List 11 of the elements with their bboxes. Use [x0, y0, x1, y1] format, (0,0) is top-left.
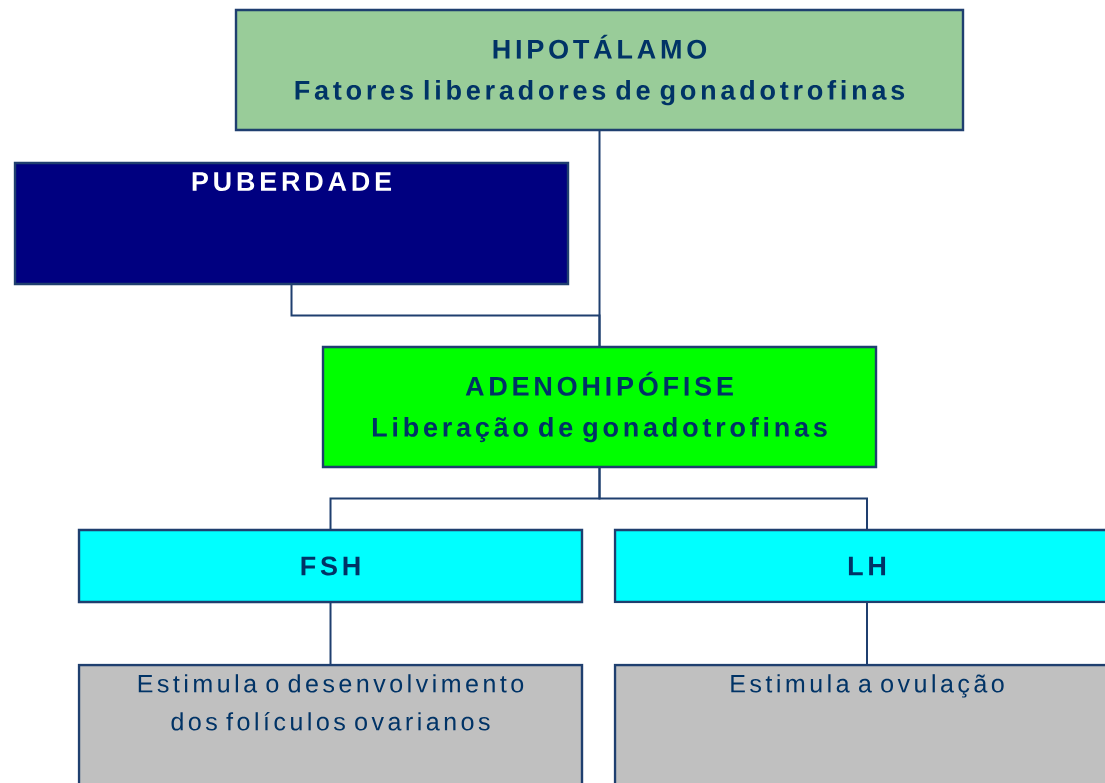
region-box: HIPOTÁLAMO Fatores liberadores de gonadotrofinas — [234, 8, 965, 132]
hormone-box: FSH — [77, 528, 584, 604]
hormone-box: LH — [613, 528, 1105, 604]
connector-line — [866, 601, 868, 666]
trigger-box: PUBERDADE — [13, 161, 570, 286]
effect-box: Estimula o desenvolvimento dos folículos ovarianos — [77, 663, 584, 783]
effect-box: Estimula a ovulação — [613, 663, 1105, 783]
connector-line — [290, 283, 601, 348]
connector-line — [329, 601, 332, 666]
region-box: ADENOHIPÓFISE Liberação de gonadotrofinas — [321, 345, 878, 469]
connector-line — [598, 466, 868, 531]
